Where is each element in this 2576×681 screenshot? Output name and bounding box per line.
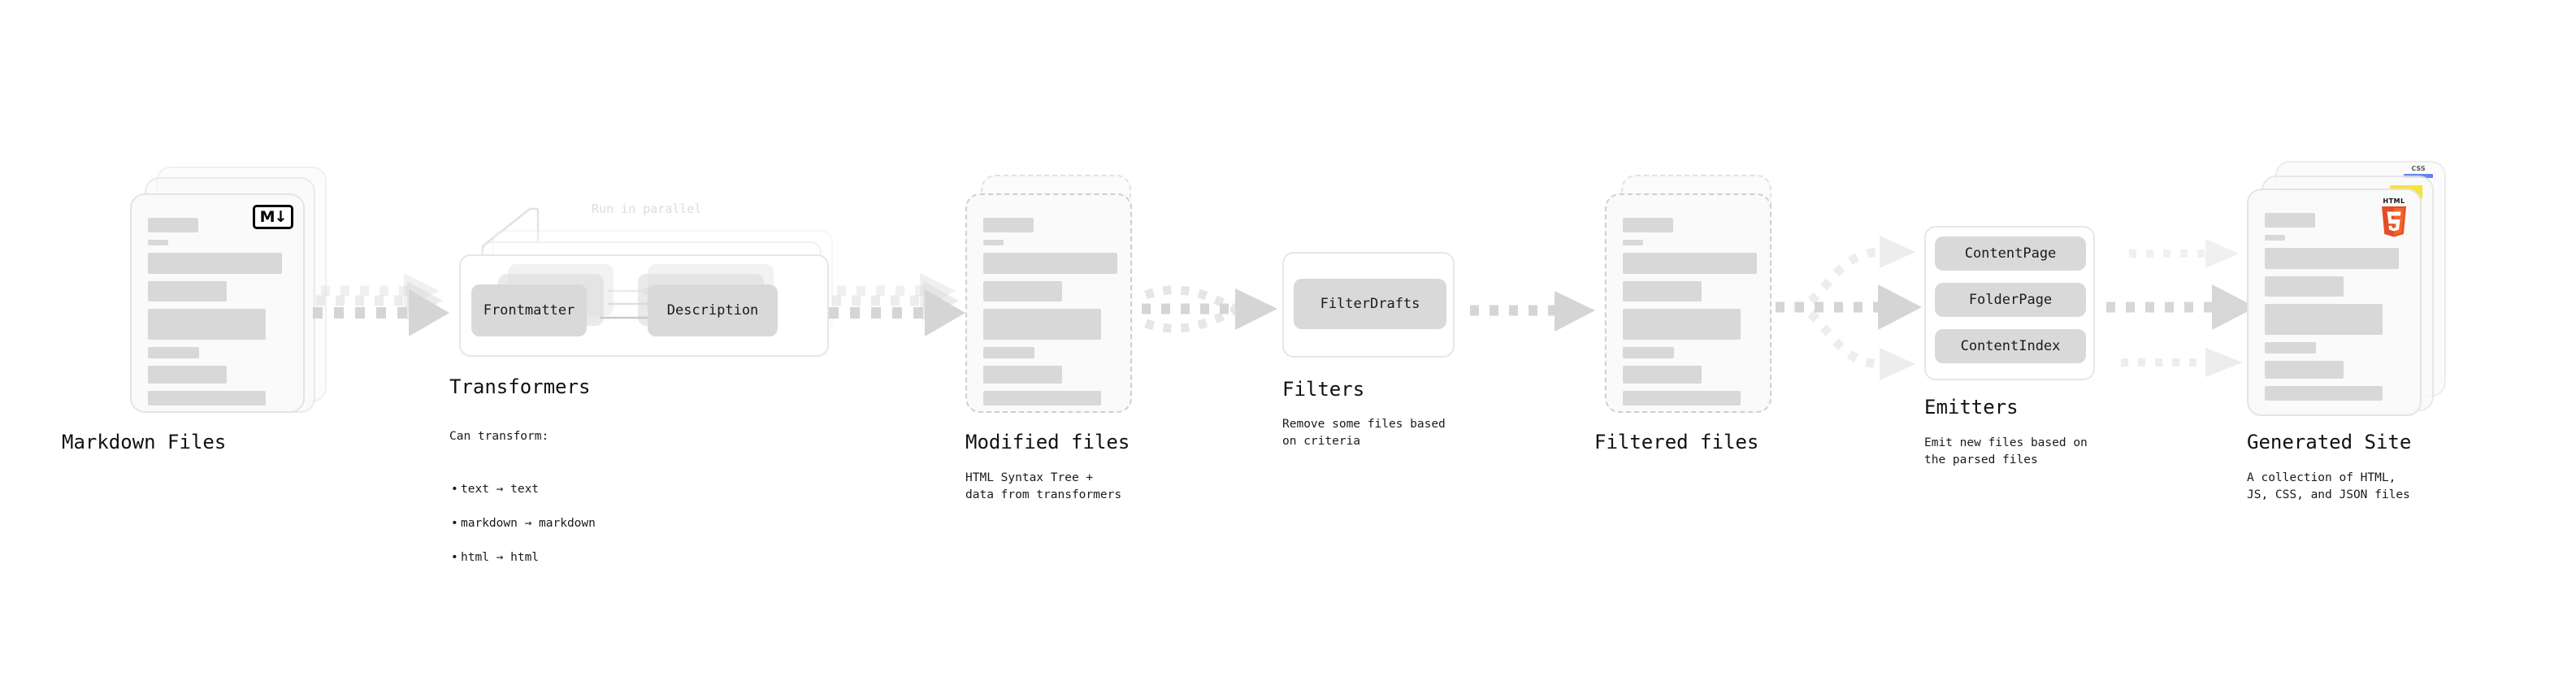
markdown-badge: M↓	[253, 205, 293, 229]
transform-item-html: html → html	[449, 549, 677, 566]
stage-title-filtered-files: Filtered files	[1594, 431, 1759, 453]
transform-list: text → text markdown → markdown html → h…	[449, 464, 677, 583]
transformer-chip-frontmatter[interactable]: Frontmatter	[471, 284, 587, 336]
placeholder-bars	[1623, 218, 1757, 413]
emitter-chip-folderpage[interactable]: FolderPage	[1935, 283, 2086, 317]
run-in-parallel-label: Run in parallel	[592, 202, 702, 216]
html5-badge: HTML	[2378, 195, 2410, 237]
transformer-chip-description[interactable]: Description	[648, 284, 778, 336]
arrow-markdown-to-transformers	[313, 273, 449, 336]
arrow-filtered-to-emitters	[1776, 236, 1922, 380]
stage-desc-emitters: Emit new files based on the parsed files	[1924, 436, 2088, 467]
stage-title-emitters: Emitters	[1924, 396, 2019, 419]
transform-item-text: text → text	[449, 481, 677, 498]
stage-title-modified-files: Modified files	[965, 431, 1130, 453]
transform-lead: Can transform:	[449, 430, 549, 444]
placeholder-bars	[2265, 213, 2405, 408]
filter-chip-filterdrafts[interactable]: FilterDrafts	[1294, 279, 1446, 329]
placeholder-bars	[983, 218, 1117, 413]
stage-desc-transformers: Can transform: text → text markdown → ma…	[449, 411, 677, 601]
markdown-file-card-front: M↓	[130, 193, 305, 413]
arrow-transformers-to-modified	[829, 273, 965, 336]
modified-file-card-front	[965, 193, 1132, 413]
transform-item-markdown: markdown → markdown	[449, 515, 677, 532]
arrow-emitters-to-site	[2106, 239, 2256, 377]
stage-title-markdown-files: Markdown Files	[62, 431, 227, 453]
generated-site-card-html: HTML	[2247, 189, 2422, 416]
stage-title-generated-site: Generated Site	[2247, 431, 2412, 453]
stage-title-filters: Filters	[1282, 378, 1365, 401]
stage-desc-filters: Remove some files based on criteria	[1282, 418, 1446, 449]
stage-desc-generated-site: A collection of HTML, JS, CSS, and JSON …	[2247, 471, 2410, 502]
stage-desc-modified-files: HTML Syntax Tree + data from transformer…	[965, 471, 1122, 502]
placeholder-bars	[148, 218, 288, 413]
arrow-filters-to-filtered	[1470, 291, 1595, 332]
stage-title-transformers: Transformers	[449, 375, 591, 398]
arrow-modified-to-filters	[1142, 285, 1277, 333]
emitter-chip-contentindex[interactable]: ContentIndex	[1935, 329, 2086, 363]
filtered-file-card-front	[1605, 193, 1772, 413]
emitter-chip-contentpage[interactable]: ContentPage	[1935, 236, 2086, 271]
svg-text:HTML: HTML	[2383, 197, 2405, 205]
